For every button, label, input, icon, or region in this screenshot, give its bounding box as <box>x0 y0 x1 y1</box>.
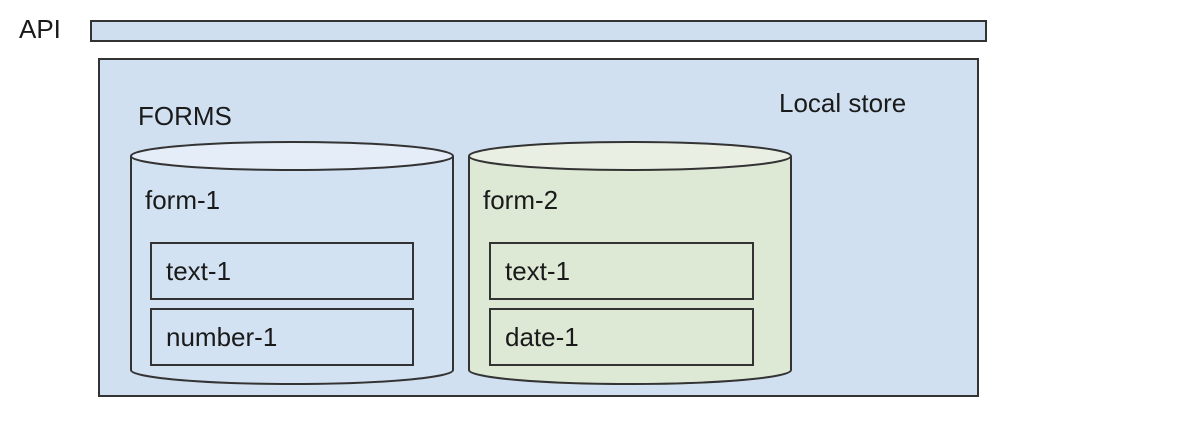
form-2-cylinder: form-2 text-1 date-1 <box>468 141 792 385</box>
form-1-field-text-1-label: text-1 <box>166 256 231 286</box>
form-2-field-date-1-label: date-1 <box>505 322 579 352</box>
local-store-label: Local store <box>779 88 906 118</box>
form-2-field-text-1: text-1 <box>489 242 754 300</box>
form-1-field-text-1: text-1 <box>150 242 414 300</box>
form-2-field-date-1-box <box>489 308 754 366</box>
api-label: API <box>19 14 61 44</box>
form-2-field-text-1-box <box>489 242 754 300</box>
form-1-field-number-1: number-1 <box>150 308 414 366</box>
form-1-cylinder-top <box>130 141 454 171</box>
form-1-field-number-1-box <box>150 308 414 366</box>
forms-group-label: FORMS <box>138 101 232 131</box>
form-2-field-text-1-label: text-1 <box>505 256 570 286</box>
form-2-cylinder-top <box>468 141 792 171</box>
form-1-field-text-1-box <box>150 242 414 300</box>
api-bar <box>90 20 987 42</box>
form-1-cylinder: form-1 text-1 number-1 <box>130 141 454 385</box>
form-1-field-number-1-label: number-1 <box>166 322 277 352</box>
form-2-field-date-1: date-1 <box>489 308 754 366</box>
form-1-label: form-1 <box>145 185 220 215</box>
form-2-label: form-2 <box>483 185 558 215</box>
